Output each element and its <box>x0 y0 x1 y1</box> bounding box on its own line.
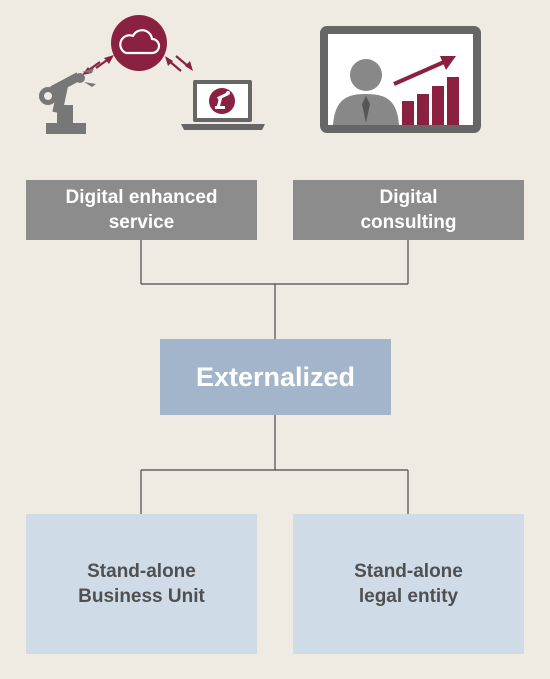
robot-arm-icon <box>39 68 96 134</box>
digital-enhanced-service-box: Digital enhanced service <box>26 180 257 240</box>
externalized-label: Externalized <box>195 361 356 392</box>
digital-consulting-label: Digital consulting <box>360 187 457 233</box>
standalone-legal-entity-box: Stand-alone legal entity <box>293 514 524 654</box>
standalone-business-unit-label: Stand-alone Business Unit <box>78 561 205 607</box>
person-icon <box>333 59 399 125</box>
laptop-icon <box>181 80 265 130</box>
standalone-legal-entity-label: Stand-alone legal entity <box>354 561 463 607</box>
digital-consulting-box: Digital consulting <box>293 180 524 240</box>
standalone-business-unit-box: Stand-alone Business Unit <box>26 514 257 654</box>
cloud-icon <box>111 15 167 71</box>
externalized-box: Externalized <box>160 339 391 415</box>
digital-enhanced-service-label: Digital enhanced service <box>65 187 218 233</box>
growth-bar-chart-icon <box>393 56 459 125</box>
